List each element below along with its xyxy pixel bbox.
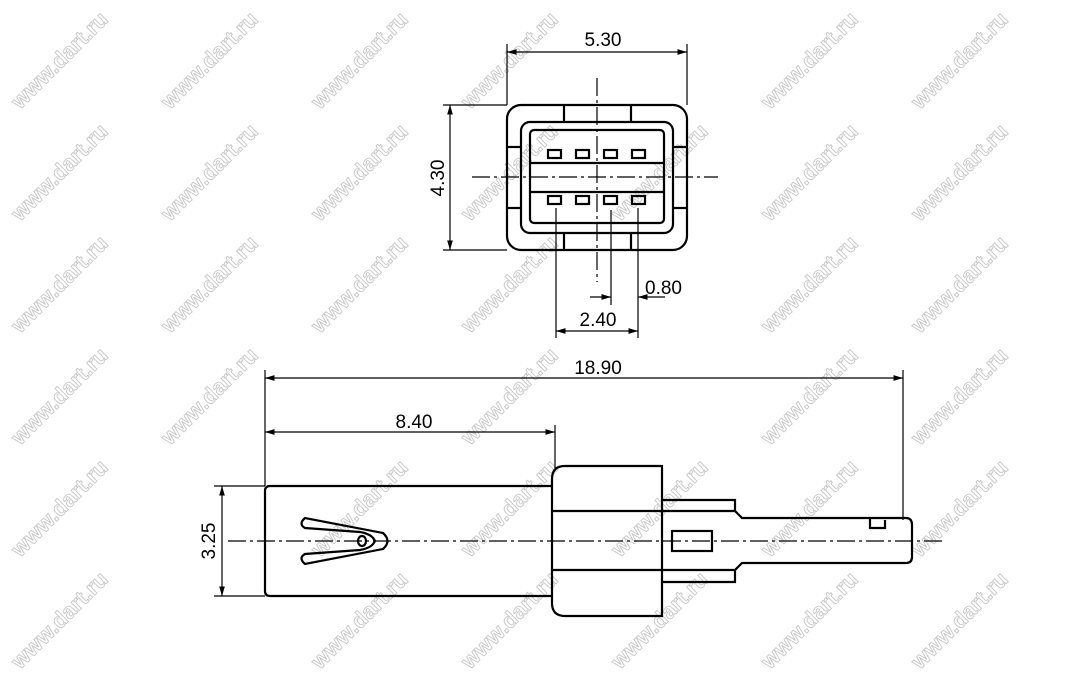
watermark: www.dart.ru	[5, 119, 113, 227]
dim-pitch: 0.80	[645, 278, 682, 299]
pin-contact	[602, 194, 619, 206]
watermark: www.dart.ru	[5, 231, 113, 339]
dim-body-length: 8.40	[396, 412, 433, 433]
watermark: www.dart.ru	[5, 567, 113, 675]
dim-body-height: 3.25	[199, 523, 220, 560]
watermark: www.dart.ru	[305, 231, 413, 339]
watermark: www.dart.ru	[905, 567, 1013, 675]
watermark: www.dart.ru	[755, 231, 863, 339]
watermark: www.dart.ru	[755, 343, 863, 451]
watermark: www.dart.ru	[605, 455, 713, 563]
dim-span: 2.40	[580, 310, 617, 331]
spring-clip	[300, 516, 389, 566]
dim-total-length: 18.90	[574, 358, 622, 379]
watermark: www.dart.ru	[305, 7, 413, 115]
watermark: www.dart.ru	[905, 455, 1013, 563]
watermark: www.dart.ru	[5, 343, 113, 451]
watermark: www.dart.ru	[455, 7, 563, 115]
watermark: www.dart.ru	[455, 567, 563, 675]
watermark: www.dart.ru	[455, 455, 563, 563]
pin-contact	[546, 148, 563, 160]
dim-height: 4.30	[428, 160, 449, 197]
dim-width: 5.30	[585, 30, 622, 51]
watermark: www.dart.ru	[755, 7, 863, 115]
pin-contact	[630, 194, 647, 206]
watermark: www.dart.ru	[755, 567, 863, 675]
watermark: www.dart.ru	[905, 231, 1013, 339]
pin-array	[546, 148, 647, 206]
watermark: www.dart.ru	[455, 343, 563, 451]
watermark: www.dart.ru	[905, 7, 1013, 115]
watermark: www.dart.ru	[455, 119, 563, 227]
watermark: www.dart.ru	[305, 119, 413, 227]
side-view: 18.90 8.40 3.25	[199, 358, 945, 618]
watermark: www.dart.ru	[455, 231, 563, 339]
watermark: www.dart.ru	[305, 455, 413, 563]
watermark: www.dart.ru	[905, 119, 1013, 227]
watermark: www.dart.ru	[5, 7, 113, 115]
watermark: www.dart.ru	[605, 119, 713, 227]
watermark: www.dart.ru	[155, 343, 263, 451]
watermark: www.dart.ru	[305, 567, 413, 675]
pin-notch	[868, 518, 887, 530]
watermark: www.dart.ru	[905, 343, 1013, 451]
watermark: www.dart.ru	[755, 455, 863, 563]
front-view: 5.30 4.30 0.80 2.40	[428, 30, 718, 338]
pin-contact	[630, 148, 647, 160]
latch-housing	[550, 464, 664, 618]
pin-contact	[602, 148, 619, 160]
watermark: www.dart.ru	[155, 119, 263, 227]
watermark: www.dart.ru	[155, 7, 263, 115]
pin-contact	[574, 148, 591, 160]
watermark: www.dart.ru	[5, 455, 113, 563]
watermark: www.dart.ru	[155, 231, 263, 339]
pin-contact	[574, 194, 591, 206]
watermark: www.dart.ru	[755, 119, 863, 227]
pin-contact	[546, 194, 563, 206]
